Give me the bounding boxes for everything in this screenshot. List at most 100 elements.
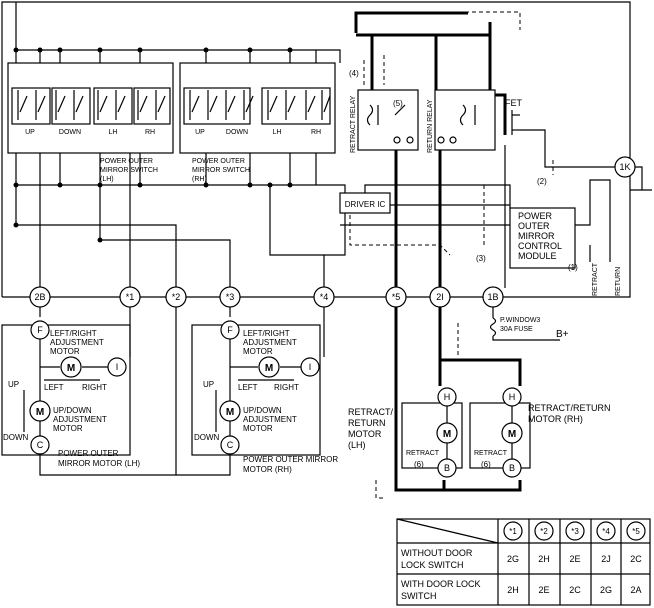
mirror-lh-lr-motor-m: M [67, 363, 75, 374]
rr-rh-label-2: MOTOR (RH) [528, 414, 583, 424]
mirror-lh-ud-label-3: MOTOR [53, 424, 83, 433]
table-cell: 2E [569, 554, 580, 564]
table-header-5: *5 [632, 527, 640, 536]
table-cell: 2H [538, 554, 550, 564]
table-header-4: *4 [602, 527, 610, 536]
table-row-1-label-2: LOCK SWITCH [401, 560, 464, 570]
connector-table: *1 *2 *3 *4 *5 WITHOUT DOOR LOCK SWITCH … [396, 518, 651, 606]
connector-s5-label: *5 [392, 292, 401, 302]
connector-s5 [385, 286, 407, 308]
table-row-1-label-1: WITHOUT DOOR [401, 548, 473, 558]
mirror-rh-ud-label-1: UP/DOWN [243, 406, 282, 415]
mirror-rh-ud-label-3: MOTOR [243, 424, 273, 433]
switch-rh-caption-1: POWER OUTER [192, 158, 245, 165]
fuse: P.WINDOW3 30A FUSE B+ [489, 307, 569, 341]
connector-s2-label: *2 [172, 292, 181, 302]
mirror-rh-right: RIGHT [274, 383, 299, 392]
connector-1b-label: 1B [487, 292, 498, 302]
connector-1k-label: 1K [619, 162, 630, 172]
return-relay: RETURN RELAY [427, 89, 496, 153]
table-row: WITHOUT DOOR LOCK SWITCH 2G 2H 2E 2J 2C [401, 548, 642, 570]
mirror-common-wire [39, 307, 177, 476]
connector-s1-label: *1 [126, 292, 135, 302]
rr-rh-motor-m: M [508, 429, 516, 440]
switch-rh-caption-2: MIRROR SWITCH [192, 167, 250, 174]
rr-lh-terminal-h-label: H [444, 392, 451, 402]
mirror-rh-ud-motor-icon [219, 400, 241, 422]
return-switch-label: RETURN [615, 267, 622, 296]
retract-motor-lh: H M B RETRACT (6) [401, 387, 463, 478]
rr-lh-marker-6: (6) [414, 460, 424, 469]
mirror-lh-lr-motor-icon [60, 356, 82, 378]
rr-rh-terminal-b-label: B [509, 463, 515, 473]
table-header-1: *1 [509, 527, 517, 536]
mirror-lh-terminal-i-label: I [116, 362, 119, 372]
mirror-lh-up: UP [8, 380, 19, 389]
mirror-rh-lr-label-2: ADJUSTMENT [243, 338, 297, 347]
table-cell: 2C [630, 554, 642, 564]
module-label-1: POWER [518, 211, 553, 221]
mirror-lh-down: DOWN [3, 433, 29, 442]
table-cell: 2E [538, 585, 549, 595]
mirror-rh-lr-motor-m: M [265, 363, 273, 374]
mirror-motor-lh: F I C M M LEFT/RIGHT ADJUSTMENT MOTOR LE… [1, 307, 131, 456]
marker-4: (4) [349, 69, 359, 78]
switch-rh-rh-label: RH [311, 129, 321, 136]
marker-3: (3) [476, 254, 486, 263]
rr-rh-terminal-h-label: H [509, 392, 516, 402]
retract-motor-rh: H M B RETRACT (6) [469, 387, 531, 478]
driver-ic: DRIVER IC [339, 192, 391, 214]
retract-relay: RETRACT RELAY [350, 89, 419, 153]
switch-contacts-lh [11, 87, 171, 125]
fet: FET [504, 98, 523, 135]
table-row-2-label-2: SWITCH [401, 591, 437, 601]
rr-lh-terminal-b-label: B [444, 463, 450, 473]
module-label-5: MODULE [518, 251, 557, 261]
mirror-rh-caption-2: MOTOR (RH) [243, 465, 292, 474]
rr-rh-retract-label: RETRACT [474, 450, 508, 457]
mirror-rh-lr-label-1: LEFT/RIGHT [243, 329, 290, 338]
marker-5: (5) [393, 99, 403, 108]
return-relay-label: RETURN RELAY [427, 99, 434, 153]
switch-lh-lh-label: LH [109, 129, 118, 136]
ground-1k [630, 166, 652, 191]
driver-ic-wires [364, 184, 511, 210]
rr-lh-motor-m: M [443, 429, 451, 440]
fuse-label-2: 30A FUSE [500, 326, 533, 333]
mirror-lh-terminal-c-label: C [37, 440, 44, 450]
mirror-common-wire-rh [176, 454, 231, 476]
switch-lh-down-label: DOWN [59, 129, 81, 136]
mirror-lh-ud-motor-icon [29, 400, 51, 422]
switch-lh-up-label: UP [25, 129, 35, 136]
marker-1: (1) [568, 263, 578, 272]
table-row-2-label-1: WITH DOOR LOCK [401, 579, 481, 589]
battery-label: B+ [556, 329, 569, 340]
rr-lh-label-4: (LH) [348, 440, 366, 450]
mirror-lh-ud-motor-m: M [36, 407, 44, 418]
rr-rh-marker-6: (6) [481, 460, 491, 469]
connector-2b-label: 2B [34, 292, 45, 302]
module-right-wires [575, 179, 611, 226]
driver-ic-label: DRIVER IC [345, 200, 386, 209]
switch-rh-down-label: DOWN [226, 129, 248, 136]
bold-wiring [354, 11, 522, 492]
module-label-2: OUTER [518, 221, 550, 231]
mirror-rh-lr-label-3: MOTOR [243, 347, 273, 356]
mirror-rh-terminal-f-label: F [227, 325, 233, 335]
mirror-lh-caption-1: POWER OUTER [58, 449, 119, 458]
rr-lh-label-2: RETURN [348, 418, 386, 428]
mirror-lh-left: LEFT [44, 383, 64, 392]
mirror-lh-ud-label-1: UP/DOWN [53, 406, 92, 415]
table-cell: 2A [630, 585, 641, 595]
rr-lh-label-1: RETRACT/ [348, 407, 393, 417]
table-header-2: *2 [540, 527, 548, 536]
fuse-label-1: P.WINDOW3 [500, 317, 540, 324]
switch-lh-caption-2: MIRROR SWITCH [100, 167, 158, 174]
mirror-motor-rh: F I C M M LEFT/RIGHT ADJUSTMENT MOTOR LE… [191, 307, 325, 456]
mirror-lh-caption-2: MIRROR MOTOR (LH) [58, 459, 140, 468]
switch-rh-up-label: UP [195, 129, 205, 136]
rr-lh-label-3: MOTOR [348, 429, 382, 439]
mirror-rh-terminal-c-label: C [227, 440, 234, 450]
switch-contacts-rh [183, 87, 331, 125]
